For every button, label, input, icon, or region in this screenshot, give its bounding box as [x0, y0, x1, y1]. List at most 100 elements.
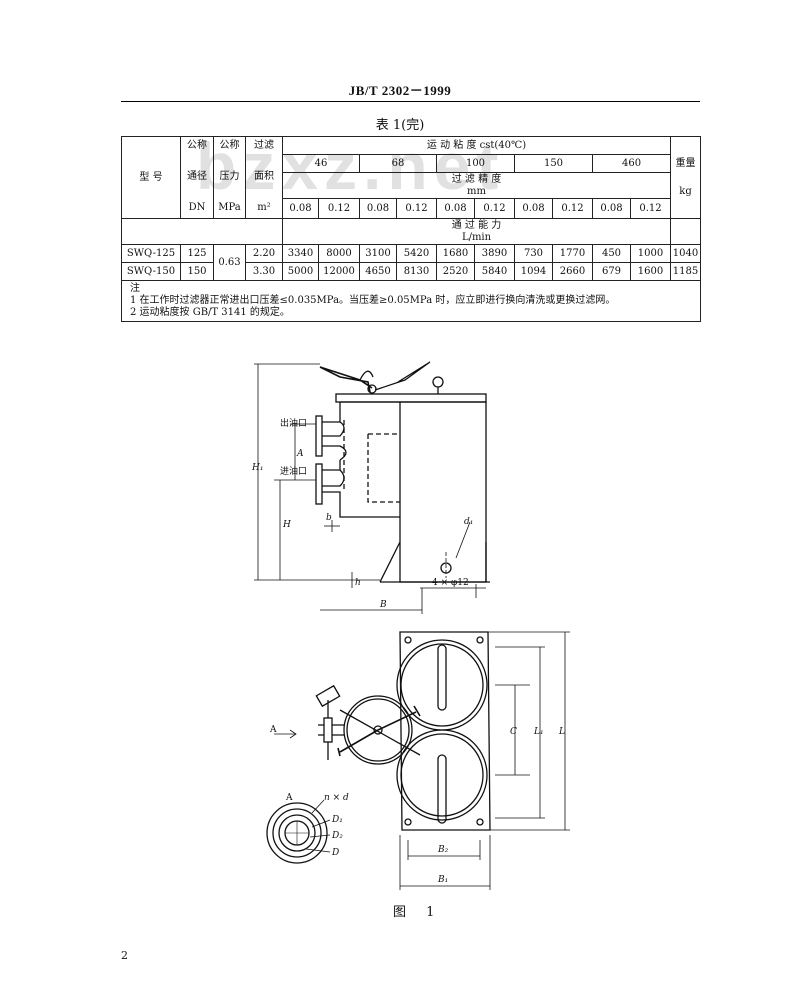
- col-head-dn-3: DN: [180, 198, 214, 219]
- viscosity-68: 68: [359, 154, 437, 173]
- figure-caption: 图 1: [393, 905, 443, 920]
- dim-d1: d₁: [464, 517, 473, 527]
- row-weight: 1185: [670, 262, 702, 281]
- viscosity-46: 46: [282, 154, 360, 173]
- col-head-dn-2: 通径: [180, 154, 214, 199]
- row-value: 3340: [282, 244, 319, 263]
- note-item-2: 2 运动粘度按 GB/T 3141 的规定。: [130, 307, 290, 318]
- outlet-label: 出油口: [280, 417, 307, 429]
- precision-value: 0.08: [282, 198, 319, 219]
- dim-big-b: B: [379, 600, 387, 610]
- row-value: 5000: [282, 262, 319, 281]
- viscosity-460: 460: [591, 154, 672, 173]
- precision-value: 0.08: [436, 198, 475, 219]
- row-value: 1094: [514, 262, 553, 281]
- dim-n-d: n × d: [324, 793, 349, 803]
- precision-value: 0.12: [318, 198, 360, 219]
- row-value: 5420: [396, 244, 437, 263]
- dim-b2: B₂: [437, 845, 449, 855]
- row-value: 8130: [396, 262, 437, 281]
- precision-label: 过 滤 精 度: [451, 173, 502, 185]
- weight-spacer: [670, 218, 702, 245]
- precision-value: 0.08: [592, 198, 631, 219]
- row-value: 4650: [359, 262, 397, 281]
- holes-label: 4 × φ12: [432, 578, 469, 588]
- capacity-unit: L/min: [461, 231, 492, 243]
- row-pressure: 0.63: [213, 244, 246, 281]
- dim-a: A: [296, 449, 304, 459]
- view-a-title: A: [285, 793, 293, 803]
- row-model: SWQ-150: [121, 262, 181, 281]
- col-head-weight: 重量 kg: [670, 136, 702, 219]
- precision-value: 0.08: [359, 198, 397, 219]
- col-head-pressure-1: 公称: [213, 136, 246, 155]
- filter-chamber-upper: [396, 639, 488, 731]
- precision-value: 0.12: [552, 198, 593, 219]
- precision-unit: mm: [467, 185, 486, 197]
- col-head-pressure-2: 压力: [213, 154, 246, 199]
- row-area: 3.30: [245, 262, 283, 281]
- col-head-area-2: 面积: [245, 154, 283, 199]
- row-weight: 1040: [670, 244, 702, 263]
- inlet-flange: [315, 463, 323, 505]
- capacity-label: 通 过 能 力: [451, 219, 502, 231]
- capacity-spacer: [121, 218, 283, 245]
- view-a-arrow-label: A: [269, 725, 277, 735]
- row-model: SWQ-125: [121, 244, 181, 263]
- row-value: 12000: [318, 262, 360, 281]
- row-value: 5840: [474, 262, 515, 281]
- standard-number: JB/T 2302－1999: [348, 83, 452, 98]
- outlet-flange: [315, 415, 323, 457]
- table-caption: 表 1(完): [375, 118, 425, 133]
- row-value: 2660: [552, 262, 593, 281]
- col-head-area-3: m²: [245, 198, 283, 219]
- precision-title: 过 滤 精 度 mm: [281, 172, 672, 199]
- dim-d2-cap: D₂: [331, 831, 343, 841]
- row-dn: 125: [180, 244, 214, 263]
- row-value: 2520: [436, 262, 475, 281]
- note-title: 注: [130, 283, 140, 294]
- switching-valve: [343, 695, 413, 765]
- row-value: 1000: [629, 244, 672, 263]
- weight-unit: kg: [679, 185, 692, 197]
- viscosity-150: 150: [514, 154, 593, 173]
- dim-d-cap: D: [331, 848, 339, 858]
- table-row: SWQ-125 125 0.63 2.20 3340 8000 3100 542…: [121, 244, 702, 281]
- inlet-label: 进油口: [280, 465, 307, 477]
- handwheel-hub: [367, 384, 377, 394]
- row-value: 3890: [474, 244, 515, 263]
- technical-drawing: 出油口 进油口 H₁ A H b h d₁ 4 × φ12 B A C L₁ L…: [251, 361, 570, 890]
- weight-label: 重量: [675, 157, 696, 169]
- col-head-model: 型 号: [121, 136, 181, 219]
- col-head-pressure-3: MPa: [213, 198, 246, 219]
- filter-body-outline: [399, 401, 487, 583]
- row-area: 2.20: [245, 244, 283, 263]
- row-dn: 150: [180, 262, 214, 281]
- col-head-dn-1: 公称: [180, 136, 214, 155]
- view-a-detail: [266, 799, 331, 864]
- row-value: 1600: [629, 262, 672, 281]
- dim-l1: L₁: [533, 727, 544, 737]
- viscosity-100: 100: [436, 154, 515, 173]
- dim-l: L: [558, 727, 565, 737]
- row-value: 679: [592, 262, 631, 281]
- dim-b1: B₁: [437, 875, 448, 885]
- note-item-1: 1 在工作时过滤器正常进出口压差≤0.035MPa。当压差≥0.05MPa 时，…: [130, 295, 616, 306]
- table-notes: 注 1 在工作时过滤器正常进出口压差≤0.035MPa。当压差≥0.05MPa …: [120, 280, 702, 322]
- page-number: 2: [121, 949, 128, 962]
- pipe-flange: [323, 717, 333, 743]
- table-row: SWQ-150 150 3.30 5000 12000 4650 8130 25…: [121, 262, 702, 281]
- precision-value: 0.12: [396, 198, 437, 219]
- dim-c: C: [510, 727, 517, 737]
- row-value: 730: [514, 244, 553, 263]
- precision-value: 0.12: [629, 198, 672, 219]
- header-rule: [121, 101, 700, 102]
- viscosity-title: 运 动 粘 度 cst(40℃): [281, 136, 672, 155]
- dim-h1: H₁: [251, 463, 263, 473]
- dim-d1-cap: D₁: [331, 815, 343, 825]
- dim-small-h: h: [355, 578, 361, 588]
- col-head-area-1: 过滤: [245, 136, 283, 155]
- precision-value: 0.08: [514, 198, 553, 219]
- precision-value: 0.12: [474, 198, 515, 219]
- row-value: 450: [592, 244, 631, 263]
